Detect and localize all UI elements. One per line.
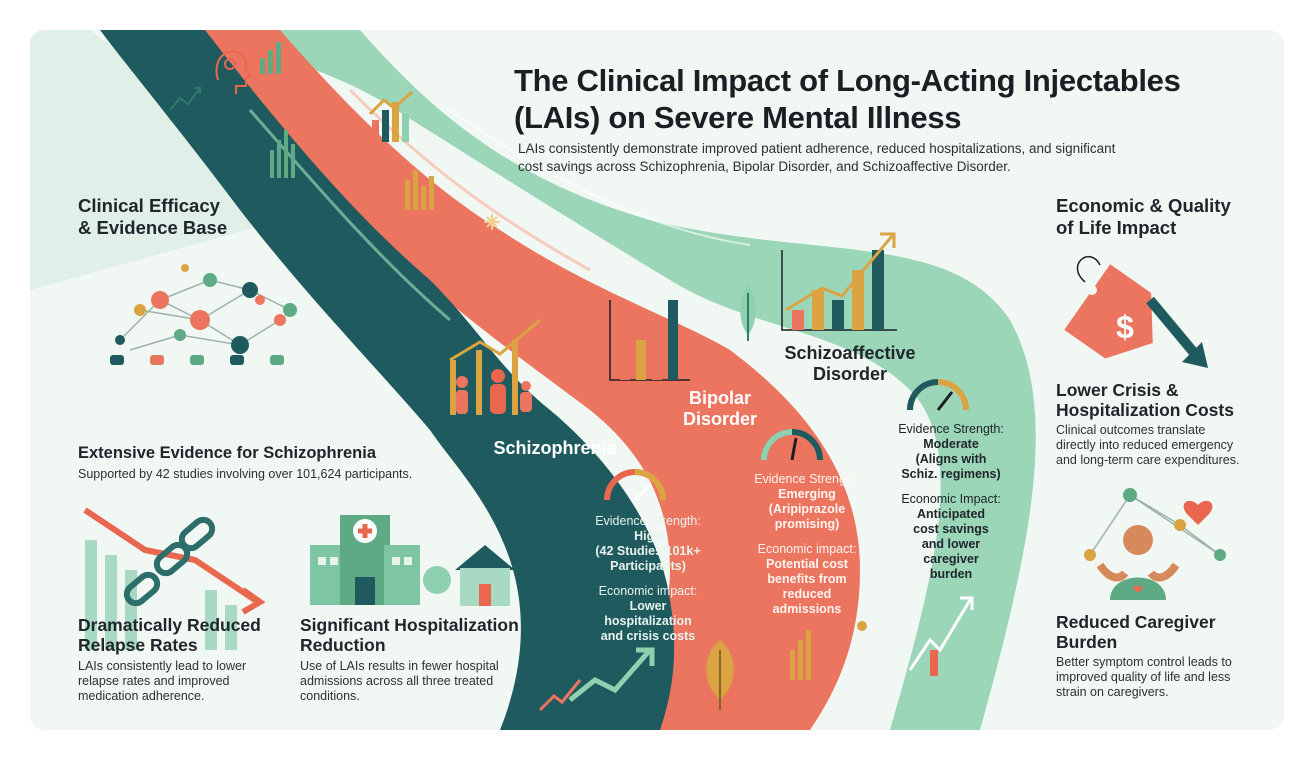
page-title: The Clinical Impact of Long-Acting Injec…: [514, 63, 1181, 135]
trend-arrow-icon: [538, 679, 582, 712]
svg-text:$: $: [1116, 309, 1134, 345]
crisis-costs-section: Lower Crisis & Hospitalization Costs Cli…: [1056, 380, 1240, 467]
hospital-icon: [310, 515, 420, 605]
river-illustration: $: [30, 30, 1226, 730]
page-subtitle: LAIs consistently demonstrate improved p…: [518, 141, 1116, 174]
trend-arrow-icon: [568, 647, 655, 702]
schizophrenia-river: [100, 30, 675, 730]
schizoaffective-gauge-icon: [907, 379, 969, 411]
bar-chart-icon: [930, 650, 938, 676]
sparkle-icon: [857, 621, 867, 631]
infographic-card: $ The Clinical Impact of Long-Acting Inj…: [30, 30, 1284, 730]
brain-head-icon: [215, 50, 252, 94]
caregiver-section: Reduced Caregiver Burden Better symptom …: [1056, 612, 1232, 699]
bar-chart-icon: [790, 630, 811, 680]
bipolar-title: Bipolar Disorder: [682, 388, 758, 429]
bar-chart-icon: [609, 300, 690, 381]
clinical-efficacy-heading: Clinical Efficacy & Evidence Base: [78, 195, 228, 238]
bipolar-gauge-icon: [761, 429, 823, 461]
evidence-title: Extensive Evidence for Schizophrenia: [78, 444, 377, 462]
leaf-icon: [740, 285, 756, 341]
hospitalization-title: Reduction: [300, 635, 386, 655]
economic-impact-heading: Economic & Quality of Life Impact: [1056, 195, 1231, 238]
sparkle-icon: [484, 214, 500, 230]
caregiver-title: Reduced Caregiver: [1056, 612, 1216, 632]
growth-chart-icon: [781, 232, 897, 331]
gear-icon: [209, 114, 231, 136]
bipolar-details: Evidence Strength: Emerging (Aripiprazol…: [754, 472, 860, 616]
growth-chart-icon: [368, 90, 413, 142]
relapse-title: Dramatically Reduced: [78, 615, 261, 635]
leaf-icon: [706, 640, 734, 710]
price-tag-icon: $: [1064, 255, 1208, 368]
caregiver-title: Burden: [1056, 632, 1118, 652]
broken-chain-icon: [83, 507, 266, 650]
crisis-costs-title: Lower Crisis &: [1056, 380, 1179, 400]
trend-arrow-icon: [908, 596, 974, 671]
bar-chart-icon: [270, 130, 295, 178]
bar-chart-icon: [405, 170, 434, 210]
hospitalization-title: Significant Hospitalization: [300, 615, 519, 635]
schizophrenia-title: Schizophrenia: [493, 438, 617, 458]
trend-line-icon: [169, 87, 201, 111]
crisis-costs-title: Hospitalization Costs: [1056, 400, 1234, 420]
schizoaffective-river: [180, 30, 1036, 730]
atom-icon: [143, 48, 173, 76]
caregiver-icon: [1084, 488, 1226, 600]
schizoaffective-details: Evidence Strength: Moderate (Aligns with…: [898, 422, 1004, 581]
bar-chart-icon: [260, 42, 281, 74]
schizophrenia-gauge-icon: [604, 469, 666, 502]
schizophrenia-details: Evidence Strength: High (42 Studies/101k…: [595, 514, 701, 643]
house-icon: [423, 545, 515, 606]
bipolar-river: [140, 30, 860, 730]
schizoaffective-title: Schizoaffective Disorder: [784, 343, 916, 384]
relapse-title: Relapse Rates: [78, 635, 198, 655]
evidence-text: Supported by 42 studies involving over 1…: [78, 467, 413, 481]
family-icon: [449, 318, 541, 415]
evidence-section: Extensive Evidence for Schizophrenia Sup…: [78, 443, 412, 482]
evidence-network-icon: [110, 264, 297, 365]
relapse-section: Dramatically Reduced Relapse Rates LAIs …: [78, 615, 261, 703]
hospitalization-section: Significant Hospitalization Reduction Us…: [300, 615, 519, 703]
